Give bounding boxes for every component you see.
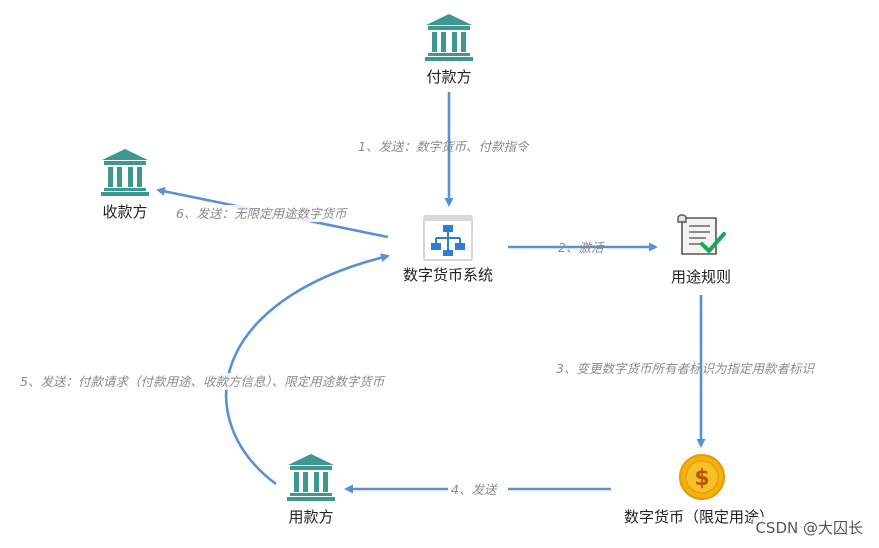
dollar-coin-icon: $ <box>679 454 725 500</box>
edge-label-2: 2、激活 <box>558 240 605 255</box>
node-payee-label: 收款方 <box>102 203 147 221</box>
svg-text:$: $ <box>694 466 709 491</box>
edge-label-5: 5、发送：付款请求（付款用途、收款方信息）、限定用途数字货币 <box>20 374 386 389</box>
bank-icon <box>425 14 473 61</box>
edge-label-6: 6、发送：无限定用途数字货币 <box>176 206 348 221</box>
node-rules-label: 用途规则 <box>671 268 731 286</box>
edge-label-4: 4、发送 <box>451 482 498 497</box>
bank-icon <box>101 149 149 196</box>
edge-label-1: 1、发送：数字货币、付款指令 <box>358 139 530 154</box>
edge-label-3: 3、变更数字货币所有者标识为指定用款者标识 <box>556 361 815 376</box>
node-user-label: 用款方 <box>288 508 333 526</box>
watermark: CSDN @大囚长 <box>753 517 865 538</box>
node-currency-label: 数字货币（限定用途） <box>624 508 774 526</box>
flowchart-window-icon <box>423 215 473 261</box>
node-payer-label: 付款方 <box>426 68 471 86</box>
bank-icon <box>287 454 335 501</box>
rules-document-icon <box>677 214 726 255</box>
node-system-label: 数字货币系统 <box>403 266 493 284</box>
arrow-user-to-system <box>224 253 390 486</box>
